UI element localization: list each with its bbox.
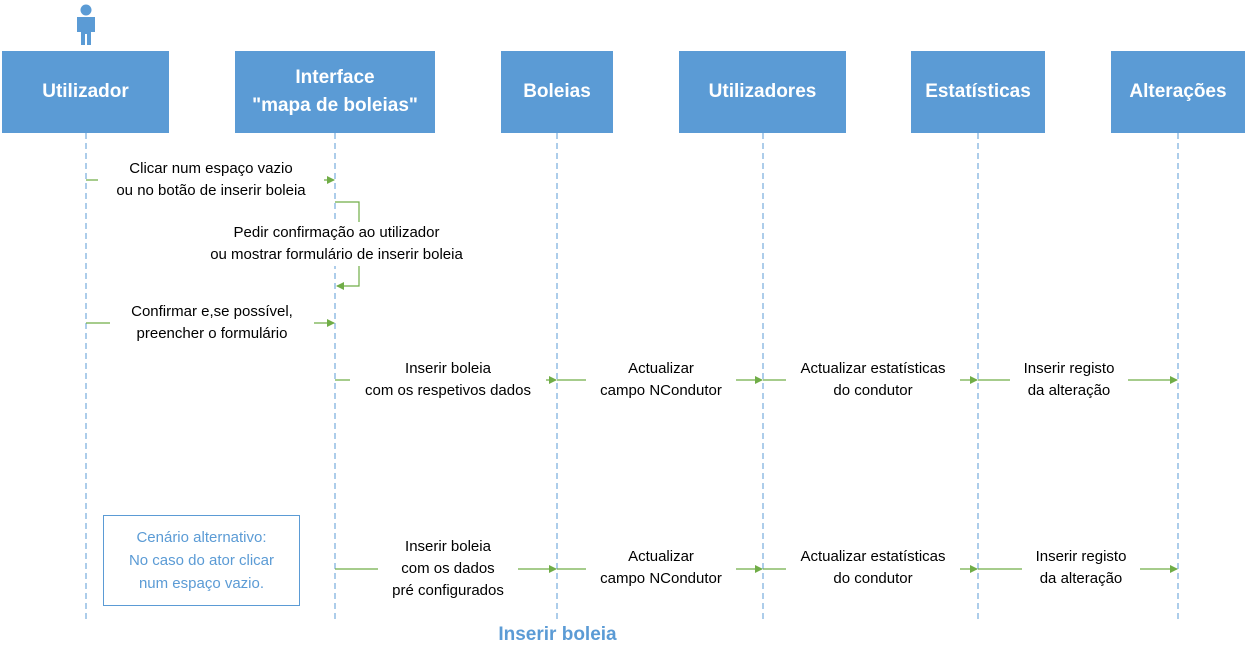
message-inserir-boleia-1: Inserir boleia com os respetivos dados [350, 358, 546, 402]
lane-estatisticas: Estatísticas [911, 51, 1045, 133]
lane-boleias: Boleias [501, 51, 613, 133]
message-confirmar: Confirmar e,se possível, preencher o for… [110, 301, 314, 345]
person-icon [77, 4, 95, 45]
message-inserir-boleia-2: Inserir boleia com os dados pré configur… [378, 536, 518, 602]
lane-utilizadores: Utilizadores [679, 51, 846, 133]
message-pedir-confirmacao: Pedir confirmação ao utilizador ou mostr… [182, 222, 491, 266]
message-inserir-registo-2: Inserir registo da alteração [1022, 546, 1140, 590]
lane-utilizador: Utilizador [2, 51, 169, 133]
lane-alteracoes: Alterações [1111, 51, 1245, 133]
message-actualizar-estatisticas-2: Actualizar estatísticas do condutor [786, 546, 960, 590]
message-actualizar-estatisticas-1: Actualizar estatísticas do condutor [786, 358, 960, 402]
diagram-title: Inserir boleia [498, 624, 617, 645]
message-inserir-registo-1: Inserir registo da alteração [1010, 358, 1128, 402]
alternative-scenario-note: Cenário alternativo: No caso do ator cli… [103, 515, 300, 606]
message-actualizar-campo-2: Actualizar campo NCondutor [586, 546, 736, 590]
message-clicar: Clicar num espaço vazio ou no botão de i… [98, 158, 324, 202]
message-actualizar-campo-1: Actualizar campo NCondutor [586, 358, 736, 402]
lane-interface: Interface "mapa de boleias" [235, 51, 435, 133]
